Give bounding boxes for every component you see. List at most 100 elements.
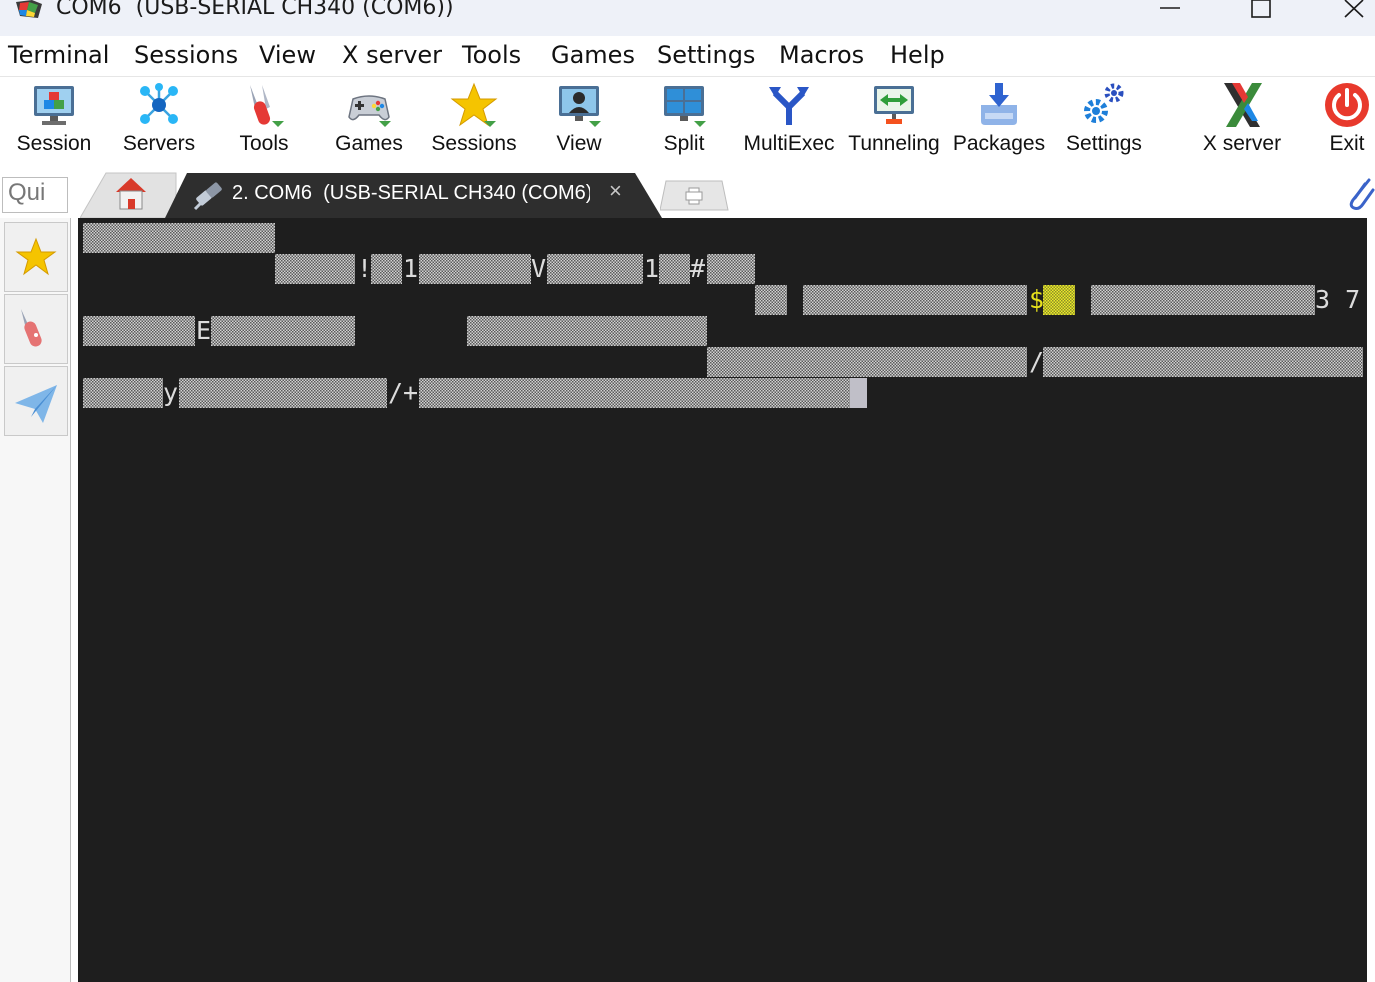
view-label: View — [556, 132, 602, 155]
star-icon — [450, 82, 498, 127]
split-label: Split — [663, 132, 705, 155]
terminal-char: y — [163, 378, 179, 407]
view-button[interactable]: View — [527, 77, 631, 165]
settings-gears-icon — [1084, 83, 1124, 123]
menu-settings[interactable]: Settings — [657, 41, 756, 69]
terminal-char: $ — [1029, 285, 1045, 314]
x-server-icon — [1224, 83, 1262, 127]
sidebar-send-button[interactable] — [4, 366, 68, 436]
multiexec-button[interactable]: MultiExec — [737, 77, 841, 165]
tab-close-icon[interactable]: × — [609, 178, 622, 203]
minimize-icon[interactable] — [1140, 0, 1200, 30]
terminal-garbled-block — [419, 378, 851, 408]
view-monitor-icon — [559, 86, 601, 127]
side-panel — [0, 218, 71, 982]
terminal-garbled-block — [659, 254, 690, 284]
session-label: Session — [16, 132, 92, 155]
exit-button[interactable]: Exit — [1295, 77, 1375, 165]
mobaxterm-app-icon — [16, 0, 42, 18]
menu-terminal[interactable]: Terminal — [8, 41, 110, 69]
terminal-garbled-block — [419, 254, 531, 284]
split-screen-icon — [664, 86, 706, 127]
star-icon — [15, 237, 57, 276]
menu-sessions[interactable]: Sessions — [134, 41, 239, 69]
power-icon — [1325, 83, 1369, 127]
terminal-garbled-block — [83, 223, 275, 253]
terminal-char: 1 — [644, 254, 660, 283]
main-toolbar: Session Servers Tools Games — [0, 77, 1375, 169]
paperclip-icon[interactable] — [1345, 176, 1375, 212]
menu-view[interactable]: View — [259, 41, 316, 69]
terminal-garbled-block — [83, 378, 163, 408]
packages-label: Packages — [952, 132, 1046, 155]
sidebar-sessions-button[interactable] — [4, 222, 68, 292]
terminal-char: 3 7 — [1315, 285, 1361, 314]
window-border — [1367, 218, 1375, 982]
terminal-garbled-block — [1091, 285, 1315, 315]
tab-com6-label: 2. COM6 (USB-SERIAL CH340 (COM6)) — [232, 182, 590, 204]
terminal-char: V — [531, 254, 547, 283]
sessions-button[interactable]: Sessions — [422, 77, 526, 165]
multiexec-label: MultiExec — [743, 132, 835, 155]
terminal-char: # — [690, 254, 706, 283]
tools-label: Tools — [239, 132, 289, 155]
settings-button[interactable]: Settings — [1052, 77, 1156, 165]
session-button[interactable]: Session — [2, 77, 106, 165]
terminal-garbled-block — [755, 285, 787, 315]
terminal-garbled-block — [1043, 347, 1363, 377]
games-button[interactable]: Games — [317, 77, 421, 165]
servers-network-icon — [140, 83, 178, 124]
menu-tools[interactable]: Tools — [462, 41, 522, 69]
terminal-garbled-block — [179, 378, 387, 408]
paper-plane-icon — [15, 385, 57, 423]
menu-macros[interactable]: Macros — [779, 41, 865, 69]
tab-bar: Qui 2. COM6 (USB-SERIAL CH340 (COM6)) × — [0, 170, 1375, 218]
terminal-garbled-block — [707, 347, 1027, 377]
tools-knife-icon — [21, 309, 42, 347]
servers-button[interactable]: Servers — [107, 77, 211, 165]
tab-com6[interactable] — [165, 171, 667, 218]
title-bar: COM6 (USB-SERIAL CH340 (COM6)) — [0, 0, 1375, 36]
terminal-char: 1 — [403, 254, 419, 283]
terminal-garbled-block — [83, 316, 195, 346]
window-title: COM6 (USB-SERIAL CH340 (COM6)) — [56, 0, 454, 20]
settings-label: Settings — [1066, 132, 1142, 155]
tunneling-button[interactable]: Tunneling — [842, 77, 946, 165]
close-icon[interactable] — [1323, 0, 1375, 30]
packages-download-icon — [981, 83, 1017, 125]
split-button[interactable]: Split — [632, 77, 736, 165]
gamepad-icon — [348, 95, 391, 127]
terminal-garbled-block — [803, 285, 1027, 315]
terminal-garbled-block — [211, 316, 355, 346]
maximize-icon[interactable] — [1231, 0, 1291, 30]
quick-connect-input[interactable]: Qui — [2, 177, 68, 213]
terminal-char: ! — [357, 254, 373, 283]
servers-label: Servers — [122, 132, 196, 155]
terminal-cursor — [850, 378, 867, 408]
terminal-garbled-block — [707, 254, 755, 284]
multiexec-fork-icon — [769, 87, 809, 125]
menu-games[interactable]: Games — [551, 41, 635, 69]
x-server-label: X server — [1202, 132, 1282, 155]
home-icon — [116, 178, 146, 210]
terminal-garbled-block — [371, 254, 402, 284]
tools-knife-icon — [250, 85, 284, 127]
terminal-char: E — [196, 316, 212, 345]
home-tab[interactable] — [80, 172, 180, 218]
menu-help[interactable]: Help — [890, 41, 945, 69]
terminal-garbled-block — [547, 254, 643, 284]
exit-label: Exit — [1329, 132, 1365, 155]
games-label: Games — [335, 132, 403, 155]
terminal-char: / — [1029, 347, 1045, 376]
terminal-garbled-block — [275, 254, 355, 284]
tunneling-label: Tunneling — [848, 132, 940, 155]
packages-button[interactable]: Packages — [947, 77, 1051, 165]
terminal-output[interactable]: ! 1 V 1 # $ 3 7 E / y /+ — [78, 218, 1367, 982]
tools-button[interactable]: Tools — [212, 77, 316, 165]
sidebar-tools-button[interactable] — [4, 294, 68, 364]
x-server-button[interactable]: X server — [1190, 77, 1294, 165]
tunneling-icon — [874, 86, 914, 124]
menu-bar: Terminal Sessions View X server Tools Ga… — [0, 36, 1375, 77]
menu-x-server[interactable]: X server — [342, 41, 443, 69]
plus-icon[interactable] — [660, 179, 730, 211]
